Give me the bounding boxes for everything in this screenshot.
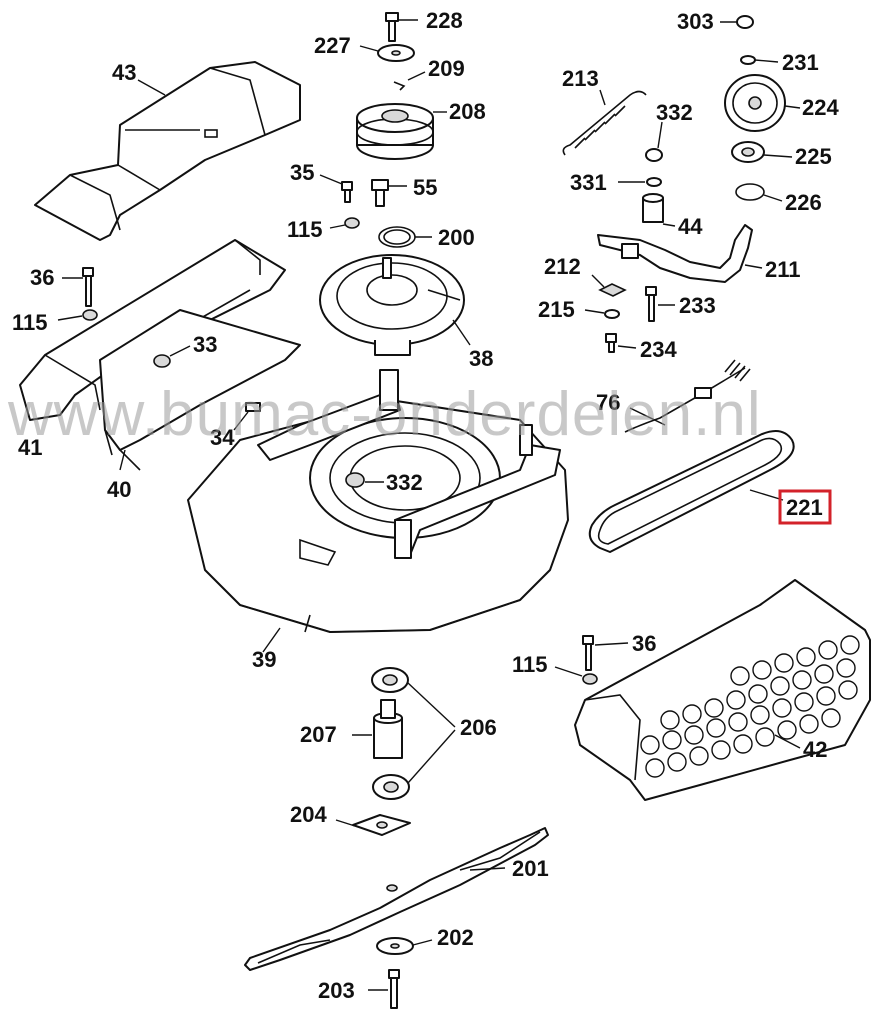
part-36-bolt-right <box>582 635 629 671</box>
callout-228: 228 <box>426 8 463 33</box>
part-44-spacer <box>642 193 676 227</box>
callout-213: 213 <box>562 66 599 91</box>
callout-43: 43 <box>112 60 136 85</box>
callout-211: 211 <box>765 257 801 282</box>
part-38-spindle-housing <box>319 254 471 356</box>
callout-215: 215 <box>538 297 575 322</box>
part-34-bolt <box>233 402 261 431</box>
callout-231: 231 <box>782 50 819 75</box>
callout-40: 40 <box>107 477 131 502</box>
callout-212: 212 <box>544 254 581 279</box>
callout-76: 76 <box>596 390 620 415</box>
part-204-blade-adapter <box>335 814 411 836</box>
part-209-key <box>393 71 426 91</box>
part-233-bolt <box>645 286 675 322</box>
part-39-deck-housing <box>187 369 569 653</box>
part-211-idler-arm <box>597 224 763 283</box>
callout-203: 203 <box>318 978 355 1003</box>
part-200-circlip <box>378 226 432 248</box>
part-55-bolt <box>371 179 407 207</box>
part-207-spindle-shaft <box>352 699 403 759</box>
part-40-deflector <box>99 309 301 471</box>
part-115-nut-left <box>57 309 98 321</box>
callout-200: 200 <box>438 225 475 250</box>
part-206-bearing-upper <box>371 667 409 693</box>
part-202-washer <box>376 937 433 955</box>
callout-115-right: 115 <box>512 652 548 677</box>
callout-202: 202 <box>437 925 474 950</box>
callout-224: 224 <box>802 95 839 120</box>
part-331-washer <box>618 177 662 187</box>
callout-303: 303 <box>677 9 714 34</box>
part-226-circlip <box>735 183 783 202</box>
part-234-bolt <box>605 333 637 353</box>
part-203-bolt <box>368 969 400 1009</box>
part-227-washer <box>359 44 415 62</box>
callout-201: 201 <box>512 856 549 881</box>
part-332-nut-right <box>645 121 663 162</box>
callout-41: 41 <box>18 435 42 460</box>
callout-331: 331 <box>570 170 607 195</box>
part-303-nut <box>720 15 754 29</box>
part-213-spring <box>562 89 647 156</box>
callout-226: 226 <box>785 190 822 215</box>
part-221-v-belt <box>588 430 795 553</box>
callout-233: 233 <box>679 293 716 318</box>
part-36-bolt-left <box>62 267 94 307</box>
part-42-rear-grille <box>574 579 871 801</box>
callout-234: 234 <box>640 337 677 362</box>
callout-55: 55 <box>413 175 437 200</box>
callout-39: 39 <box>252 647 276 672</box>
callout-115-left: 115 <box>12 310 48 335</box>
callout-227: 227 <box>314 33 351 58</box>
part-76-cable <box>624 359 751 433</box>
part-208-pulley <box>356 103 447 160</box>
callout-33: 33 <box>193 332 217 357</box>
callout-221: 221 <box>786 495 823 520</box>
callout-225: 225 <box>795 144 832 169</box>
callout-38: 38 <box>469 346 493 371</box>
callout-332-right: 332 <box>656 100 693 125</box>
part-206-bearing-lower <box>372 682 456 800</box>
callout-34: 34 <box>210 425 235 450</box>
part-231-washer <box>740 55 779 65</box>
part-212-pad <box>591 274 627 297</box>
callout-332-deck: 332 <box>386 470 423 495</box>
callout-35: 35 <box>290 160 314 185</box>
callout-207: 207 <box>300 722 337 747</box>
callout-36-left: 36 <box>30 265 54 290</box>
part-43-rear-cover <box>34 61 301 241</box>
part-228-bolt <box>385 12 418 42</box>
callout-221-highlight-box <box>778 489 832 525</box>
callout-208: 208 <box>449 99 486 124</box>
part-33-nut <box>153 345 191 368</box>
callout-42: 42 <box>803 737 827 762</box>
part-115-nut-center <box>329 217 360 229</box>
callout-209: 209 <box>428 56 465 81</box>
callout-206: 206 <box>460 715 497 740</box>
callout-44: 44 <box>678 214 703 239</box>
part-215-washer <box>584 309 620 319</box>
part-225-bearing <box>731 141 793 163</box>
callout-115-center: 115 <box>287 217 323 242</box>
part-115-nut-right <box>554 666 598 685</box>
part-224-idler-pulley <box>724 74 801 132</box>
watermark-text: www.bumac-onderdelen.nl <box>7 380 762 449</box>
part-201-blade <box>244 827 549 971</box>
callout-204: 204 <box>290 802 327 827</box>
part-35-bolt <box>319 174 353 203</box>
callout-36-right: 36 <box>632 631 656 656</box>
